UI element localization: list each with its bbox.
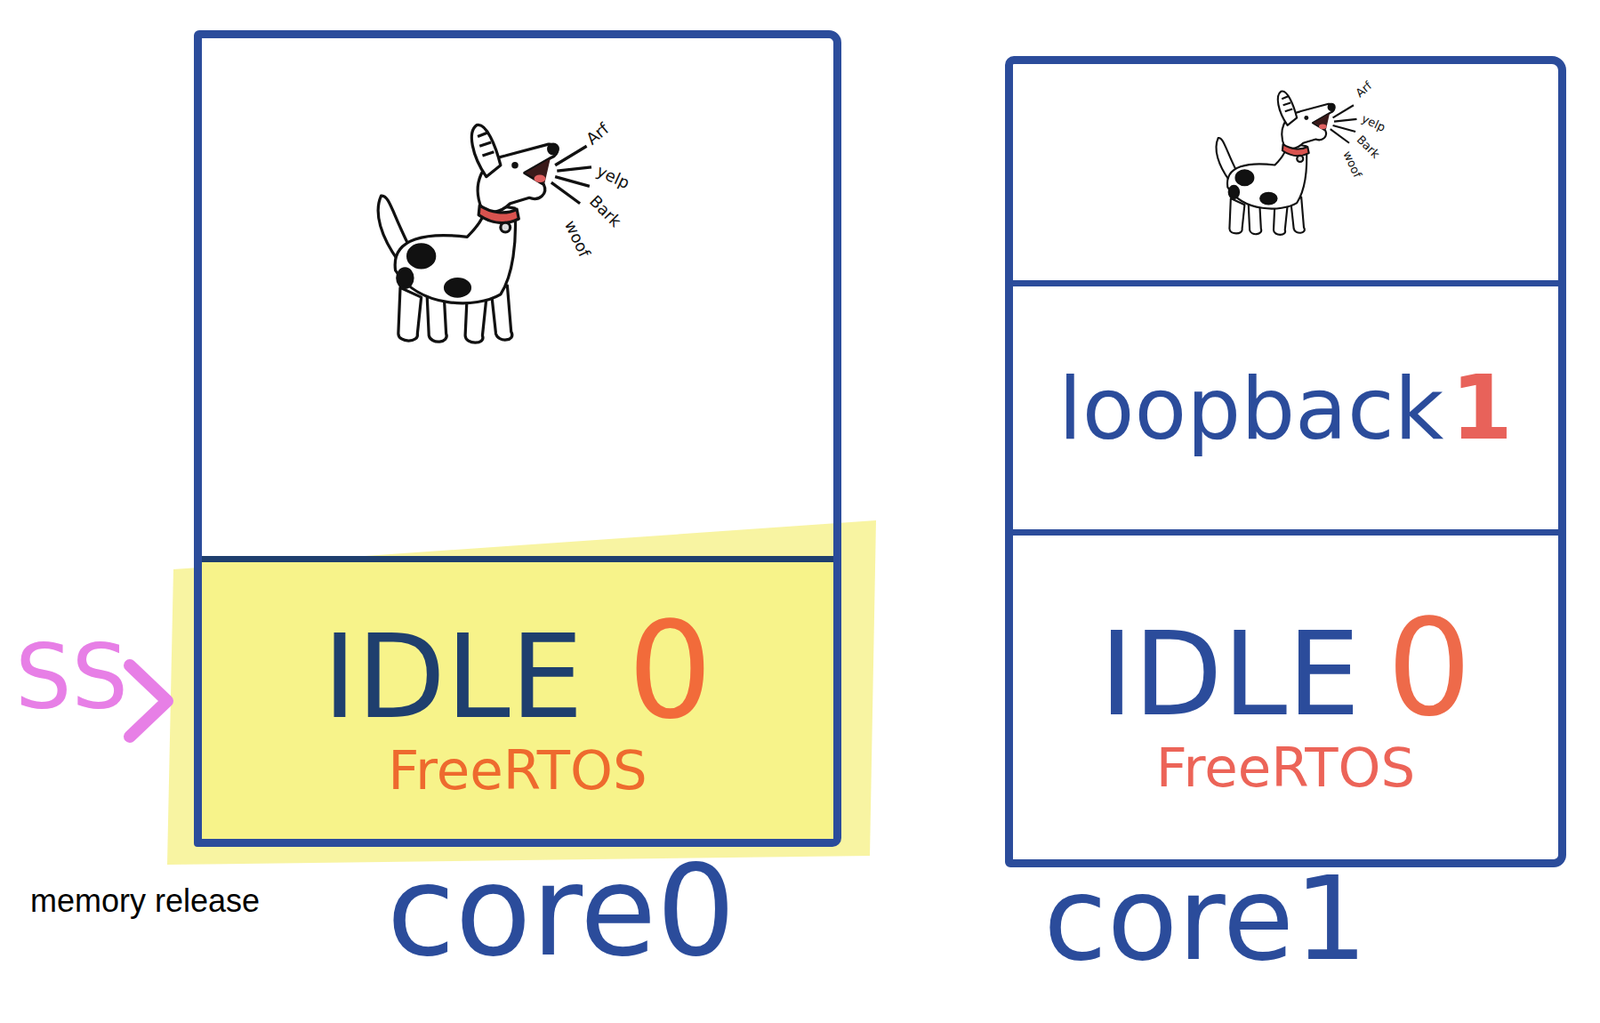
- bark-word: woof: [1341, 149, 1364, 180]
- signal-name: SS: [15, 633, 129, 723]
- pointer-chevron: [129, 665, 168, 737]
- bark-word: yelp: [1359, 112, 1387, 134]
- bark-word: Arf: [583, 120, 612, 148]
- task-number: 0: [1386, 601, 1472, 735]
- os-name: FreeRTOS: [201, 742, 834, 797]
- loopback-task-section: loopback1: [1013, 280, 1559, 536]
- bark-word: yelp: [594, 162, 632, 192]
- task-number: 0: [627, 603, 713, 738]
- bark-word: Bark: [586, 192, 625, 231]
- idle-task-section: IDLE0FreeRTOS: [1013, 535, 1559, 860]
- bark-word: Bark: [1354, 133, 1382, 161]
- task-name: IDLE: [1099, 616, 1360, 732]
- core-heading: core0: [386, 849, 736, 974]
- task-name: loopback: [1058, 366, 1444, 452]
- bark-word: Arf: [1353, 79, 1375, 99]
- task-number: 1: [1450, 363, 1513, 453]
- idle-task-section: IDLE 0FreeRTOS: [201, 555, 834, 839]
- dog-illustration: [1215, 90, 1357, 234]
- note-text: memory release: [30, 884, 260, 917]
- dog-illustration: [377, 124, 592, 343]
- core-box: loopback1IDLE0FreeRTOScore1: [1005, 56, 1567, 868]
- task-name: IDLE: [322, 619, 584, 735]
- os-name: FreeRTOS: [1013, 739, 1559, 795]
- bark-word: woof: [562, 217, 594, 260]
- highlight-marker: [167, 520, 877, 865]
- core-heading: core1: [1043, 860, 1367, 977]
- core-box: IDLE0FreeRTOScore0: [193, 30, 842, 847]
